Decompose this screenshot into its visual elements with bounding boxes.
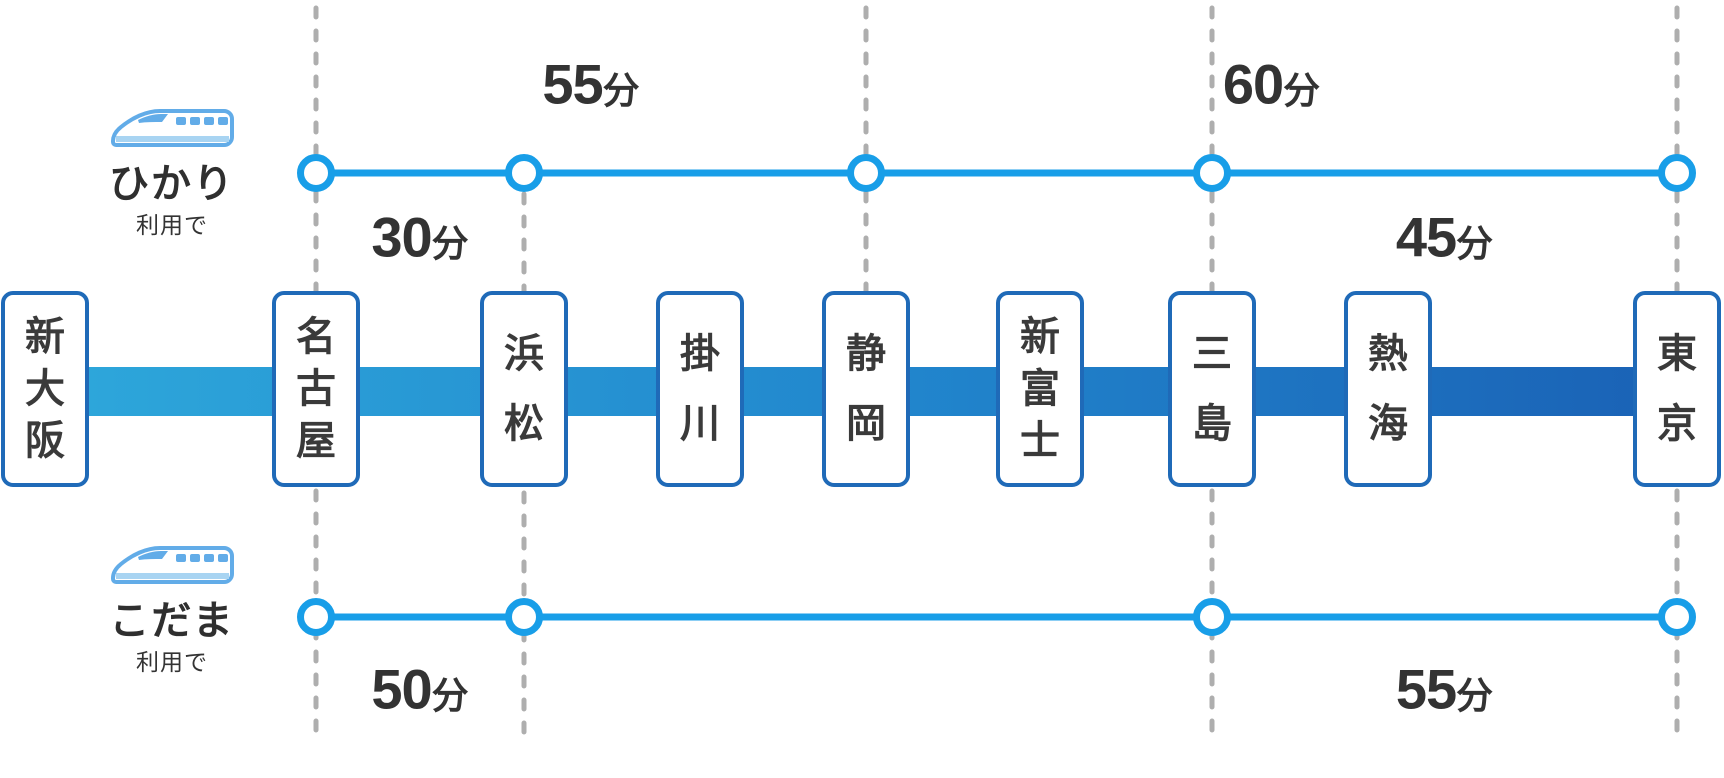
station-char: 阪 [25, 419, 65, 463]
station-char: 京 [1657, 402, 1697, 446]
shinkansen-icon [111, 109, 234, 147]
train-name-kodama: こだま [109, 599, 235, 643]
station-char: 名 [296, 315, 336, 359]
hikari-stop-marker-tokyo [1658, 154, 1696, 192]
train-windshield [138, 551, 168, 560]
station-char: 熱 [1368, 332, 1408, 376]
station-char: 東 [1657, 332, 1697, 376]
station-char: 富 [1020, 367, 1060, 411]
time-value: 55 [542, 52, 603, 116]
station-box-mishima: 三島 [1168, 291, 1256, 487]
station-box-shin-osaka: 新大阪 [1, 291, 89, 487]
station-char: 屋 [296, 419, 336, 463]
hikari-legend: ひかり 利用で [84, 106, 260, 237]
kodama-stop-marker-mishima [1193, 598, 1231, 636]
station-char: 海 [1368, 402, 1408, 446]
kodama-stop-marker-nagoya [297, 598, 335, 636]
train-windshield [138, 114, 168, 123]
station-char: 大 [25, 367, 65, 411]
station-char: 士 [1020, 419, 1060, 463]
kodama-stop-marker-hamamatsu [505, 598, 543, 636]
hikari-stop-marker-hamamatsu [505, 154, 543, 192]
station-char: 三 [1192, 332, 1232, 376]
hikari-stop-marker-mishima [1193, 154, 1231, 192]
station-char: 浜 [504, 332, 544, 376]
time-unit: 分 [1456, 223, 1494, 265]
train-skirt [116, 573, 229, 579]
train-usage-hikari: 利用で [136, 212, 208, 238]
time-unit: 分 [1283, 70, 1321, 112]
hikari-stop-marker-shizuoka [847, 154, 885, 192]
time-value: 50 [371, 657, 432, 721]
station-char: 岡 [846, 402, 886, 446]
shinkansen-icon [111, 546, 234, 584]
time-value: 45 [1395, 205, 1457, 269]
station-char: 新 [1020, 315, 1060, 359]
time-unit: 分 [602, 70, 640, 112]
station-char: 島 [1192, 402, 1232, 446]
station-char: 新 [25, 315, 65, 359]
station-box-atami: 熱海 [1344, 291, 1432, 487]
train-usage-kodama: 利用で [136, 649, 208, 675]
time-value: 60 [1222, 52, 1284, 116]
station-char: 松 [504, 402, 544, 446]
station-box-shin-fuji: 新富士 [996, 291, 1084, 487]
station-box-tokyo: 東京 [1633, 291, 1721, 487]
time-unit: 分 [431, 675, 469, 717]
train-skirt [116, 136, 229, 142]
station-char: 古 [296, 367, 336, 411]
kodama-stop-marker-tokyo [1658, 598, 1696, 636]
hikari-stop-marker-nagoya [297, 154, 335, 192]
time-value: 55 [1395, 657, 1457, 721]
time-value: 30 [371, 205, 432, 269]
station-box-hamamatsu: 浜松 [480, 291, 568, 487]
station-char: 掛 [680, 332, 720, 376]
station-box-kakegawa: 掛川 [656, 291, 744, 487]
station-char: 静 [846, 332, 886, 376]
time-unit: 分 [1456, 675, 1494, 717]
station-box-shizuoka: 静岡 [822, 291, 910, 487]
kodama-legend: こだま 利用で [84, 543, 260, 674]
time-unit: 分 [431, 223, 469, 265]
station-char: 川 [680, 402, 720, 446]
station-box-nagoya: 名古屋 [272, 291, 360, 487]
train-name-hikari: ひかり [109, 162, 235, 206]
